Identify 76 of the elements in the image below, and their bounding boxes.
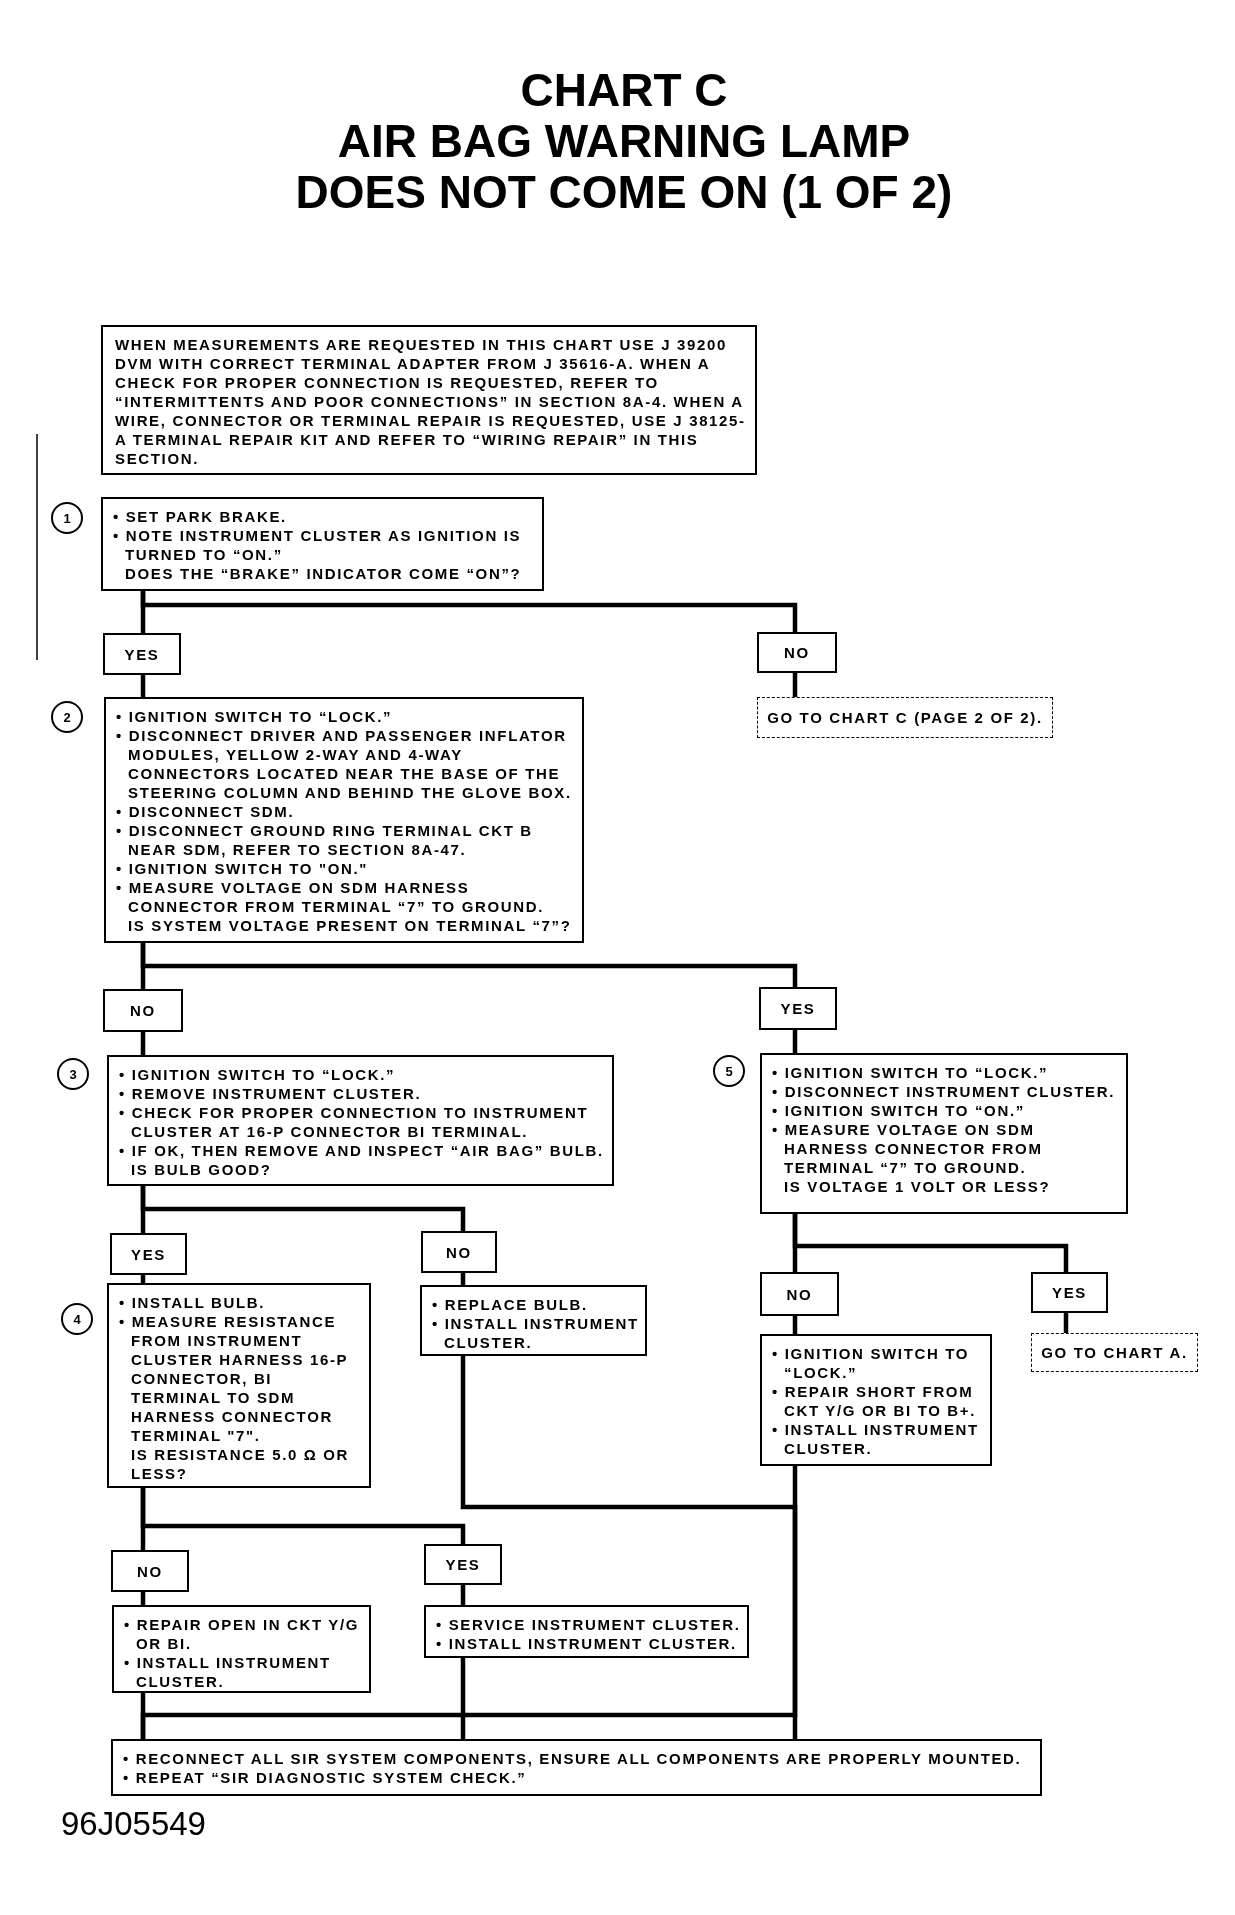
action-text: • REPAIR OPEN IN CKT Y/G OR BI. [124,1615,361,1653]
step-text: • DISCONNECT INSTRUMENT CLUSTER. [772,1082,1117,1101]
goto-text: GO TO CHART C (PAGE 2 OF 2). [767,708,1043,727]
branch-text: NO [130,1001,156,1020]
step-text: • DISCONNECT GROUND RING TERMINAL CKT B NEAR SDM, REFER TO SECTION 8A-47. [116,821,534,859]
step-text: IS VOLTAGE 1 VOLT OR LESS? [783,1177,1052,1196]
action-text: • INSTALL INSTRUMENT CLUSTER. [432,1314,640,1352]
branch-box [111,1550,189,1592]
step-text: • IGNITION SWITCH TO “LOCK.” [119,1065,397,1084]
action-text: • SERVICE INSTRUMENT CLUSTER. [436,1615,742,1634]
action-box [424,1605,749,1658]
step-text: • CHECK FOR PROPER CONNECTION TO INSTRUMENT CLUSTER AT 16-P CONNECTOR BI TERMINAL. [119,1103,590,1141]
action-box [420,1285,647,1356]
branch-box [110,1233,187,1275]
step-text: DOES THE “BRAKE” INDICATOR COME “ON”? [124,564,523,583]
step-number: 1 [51,502,83,534]
note-text: WHEN MEASUREMENTS ARE REQUESTED IN THIS CHART USE J 39200 DVM WITH CORRECT TERMINAL ADAPTER FROM J 35616-A. WHEN A CHECK FOR PROPER CONNECTION IS REQUESTED, REFER TO “INTERMITTENTS AND POOR CONNECTIONS” IN SECTION 8A-4. WHEN A WIRE, CONNECTOR OR TERMINAL REPAIR IS REQUESTED, USE J 38125-A TERMINAL REPAIR KIT AND REFER TO “WIRING REPAIR” IN THIS SECTION. [115,335,747,468]
branch-text: YES [124,644,160,664]
chart-title: CHART C AIR BAG WARNING LAMP DOES NOT COME ON (1 OF 2) [294,65,954,218]
branch-text: YES [780,999,816,1018]
action-box [760,1334,992,1466]
action-text: • IGNITION SWITCH TO “LOCK.” [772,1344,971,1382]
goto-box [1031,1333,1198,1372]
action-text: • REPAIR SHORT FROM CKT Y/G OR BI TO B+. [772,1382,978,1420]
action-text: • INSTALL INSTRUMENT CLUSTER. [124,1653,332,1691]
step-text: • IGNITION SWITCH TO “LOCK.” [116,707,394,726]
action-text: • INSTALL INSTRUMENT CLUSTER. [436,1634,738,1653]
action-box [111,1739,1042,1796]
step-text: • MEASURE VOLTAGE ON SDM HARNESS CONNECTOR FROM TERMINAL “7” TO GROUND. [116,878,546,916]
branch-text: YES [1052,1283,1087,1302]
branch-box [760,1272,839,1316]
step-box [760,1053,1128,1214]
action-text: • REPEAT “SIR DIAGNOSTIC SYSTEM CHECK.” [123,1768,528,1787]
branch-text: NO [137,1561,163,1581]
branch-box [1031,1272,1108,1313]
branch-box [103,989,183,1032]
step-number: 4 [61,1303,93,1335]
step-number: 5 [713,1055,745,1087]
step-box [101,497,544,591]
action-text: • RECONNECT ALL SIR SYSTEM COMPONENTS, ENSURE ALL COMPONENTS ARE PROPERLY MOUNTED. [123,1749,1023,1768]
step-text: • IGNITION SWITCH TO “ON.” [772,1101,1026,1120]
step-text: • SET PARK BRAKE. [113,507,288,526]
step-box [107,1055,614,1186]
action-text: • INSTALL INSTRUMENT CLUSTER. [772,1420,980,1458]
step-text: • DISCONNECT SDM. [116,802,296,821]
step-text: • DISCONNECT DRIVER AND PASSENGER INFLATOR MODULES, YELLOW 2-WAY AND 4-WAY CONNECTORS LOCATED NEAR THE BASE OF THE STEERING COLUMN AND BEHIND THE GLOVE BOX. [116,726,573,802]
figure-number: 96J05549 [61,1806,206,1842]
goto-box [757,697,1053,738]
step-number: 3 [57,1058,89,1090]
step-text: IS SYSTEM VOLTAGE PRESENT ON TERMINAL “7”? [127,916,573,935]
step-box [104,697,584,943]
branch-box [759,987,837,1030]
step-text: • REMOVE INSTRUMENT CLUSTER. [119,1084,423,1103]
step-text: • MEASURE VOLTAGE ON SDM HARNESS CONNECTOR FROM TERMINAL “7” TO GROUND. [772,1120,1044,1177]
action-box [112,1605,371,1693]
action-text: • REPLACE BULB. [432,1295,589,1314]
step-text: • IGNITION SWITCH TO “LOCK.” [772,1063,1050,1082]
branch-text: YES [131,1244,166,1264]
branch-box [421,1231,497,1273]
step-text: • MEASURE RESISTANCE FROM INSTRUMENT CLUSTER HARNESS 16-P CONNECTOR, BI TERMINAL TO SDM HARNESS CONNECTOR TERMINAL "7". [119,1312,349,1445]
goto-text: GO TO CHART A. [1041,1343,1188,1362]
step-box [107,1283,371,1488]
branch-text: NO [786,1284,813,1304]
step-number: 2 [51,701,83,733]
branch-box [103,633,181,675]
step-text: • INSTALL BULB. [119,1293,267,1312]
step-text: • NOTE INSTRUMENT CLUSTER AS IGNITION IS TURNED TO “ON.” [113,526,523,564]
branch-box [424,1544,502,1585]
step-text: IS RESISTANCE 5.0 Ω OR LESS? [130,1445,351,1483]
branch-text: NO [446,1242,472,1262]
step-text: IS BULB GOOD? [130,1160,273,1179]
branch-text: YES [445,1555,481,1574]
step-text: • IGNITION SWITCH TO "ON." [116,859,370,878]
step-text: • IF OK, THEN REMOVE AND INSPECT “AIR BAG” BULB. [119,1141,605,1160]
branch-box [757,632,837,673]
branch-text: NO [784,643,810,662]
